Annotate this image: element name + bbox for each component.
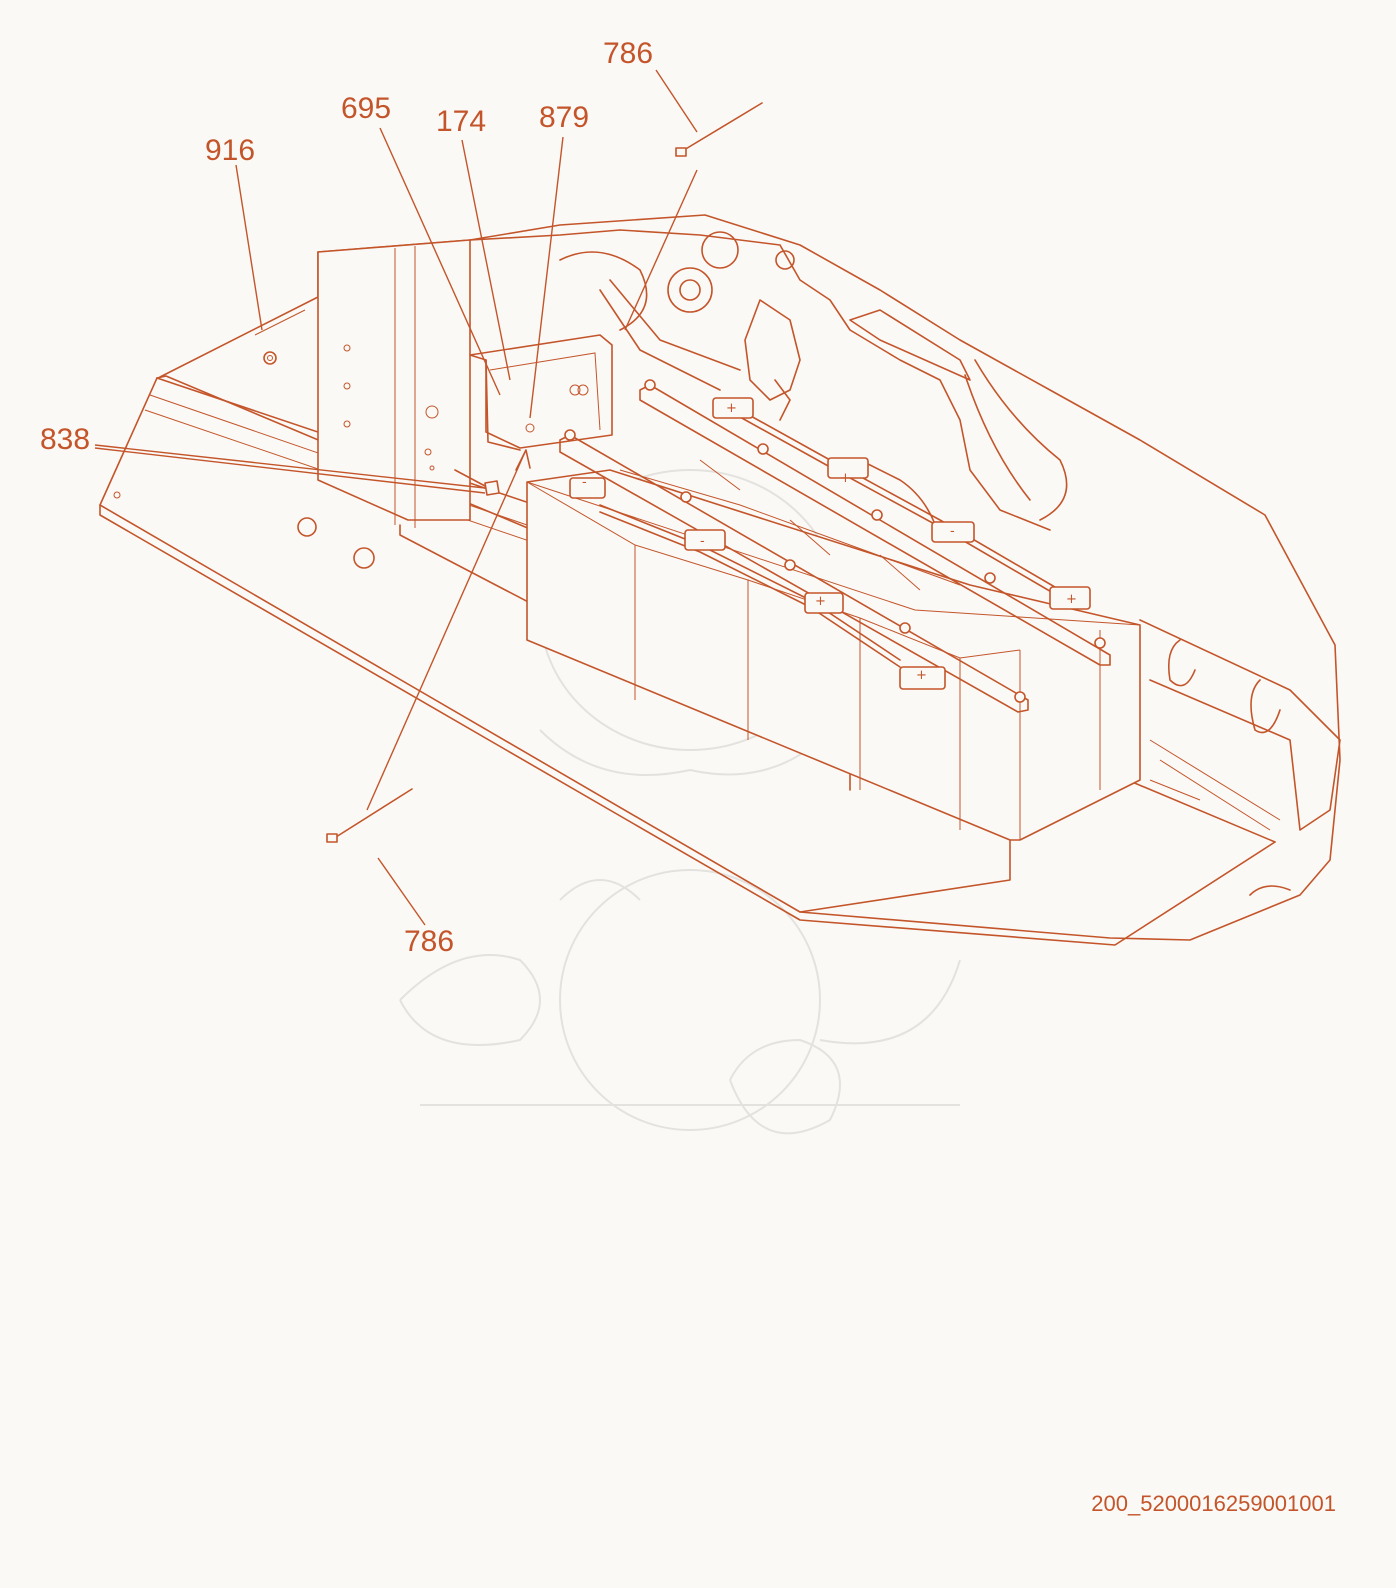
mark-pos-1: + — [815, 594, 826, 609]
battery-pack — [526, 459, 1141, 841]
drawing-id: 200_5200016259001001 — [1091, 1491, 1336, 1516]
mark-neg-2: - — [700, 534, 705, 549]
mark-pos-3: + — [726, 401, 737, 416]
terminal-clamps — [569, 397, 1091, 690]
mark-pos-4: + — [840, 471, 851, 486]
mark-pos-2: + — [916, 668, 927, 683]
battery-cable-rear — [739, 409, 1061, 591]
polarity-marks: - + - + - + + + — [582, 401, 1077, 683]
callout-879: 879 — [539, 101, 589, 134]
callout-838: 838 — [40, 423, 90, 456]
nut-916 — [263, 351, 277, 365]
motor-assembly — [469, 229, 1051, 531]
battery-cable-front — [599, 504, 901, 661]
wing-nuts — [564, 379, 1106, 703]
mark-neg-3: - — [950, 524, 955, 539]
cable-tie-top — [683, 102, 763, 151]
mark-pos-5: + — [1066, 592, 1077, 607]
leader-lines — [94, 69, 698, 926]
callout-174: 174 — [436, 105, 486, 138]
callout-786-top: 786 — [603, 37, 653, 70]
cable-tie-bottom — [335, 788, 413, 838]
machine-assembly: - + - + - + + + — [99, 102, 1341, 946]
callout-labels: 786 695 174 879 916 838 786 — [40, 37, 653, 958]
callout-916: 916 — [205, 134, 255, 167]
housing-outline — [317, 214, 1341, 941]
bolt-838 — [484, 480, 500, 496]
upright-panel — [317, 239, 471, 521]
callout-695: 695 — [341, 92, 391, 125]
callout-786-bottom: 786 — [404, 925, 454, 958]
mark-neg-1: - — [582, 475, 587, 490]
control-box — [469, 334, 613, 449]
